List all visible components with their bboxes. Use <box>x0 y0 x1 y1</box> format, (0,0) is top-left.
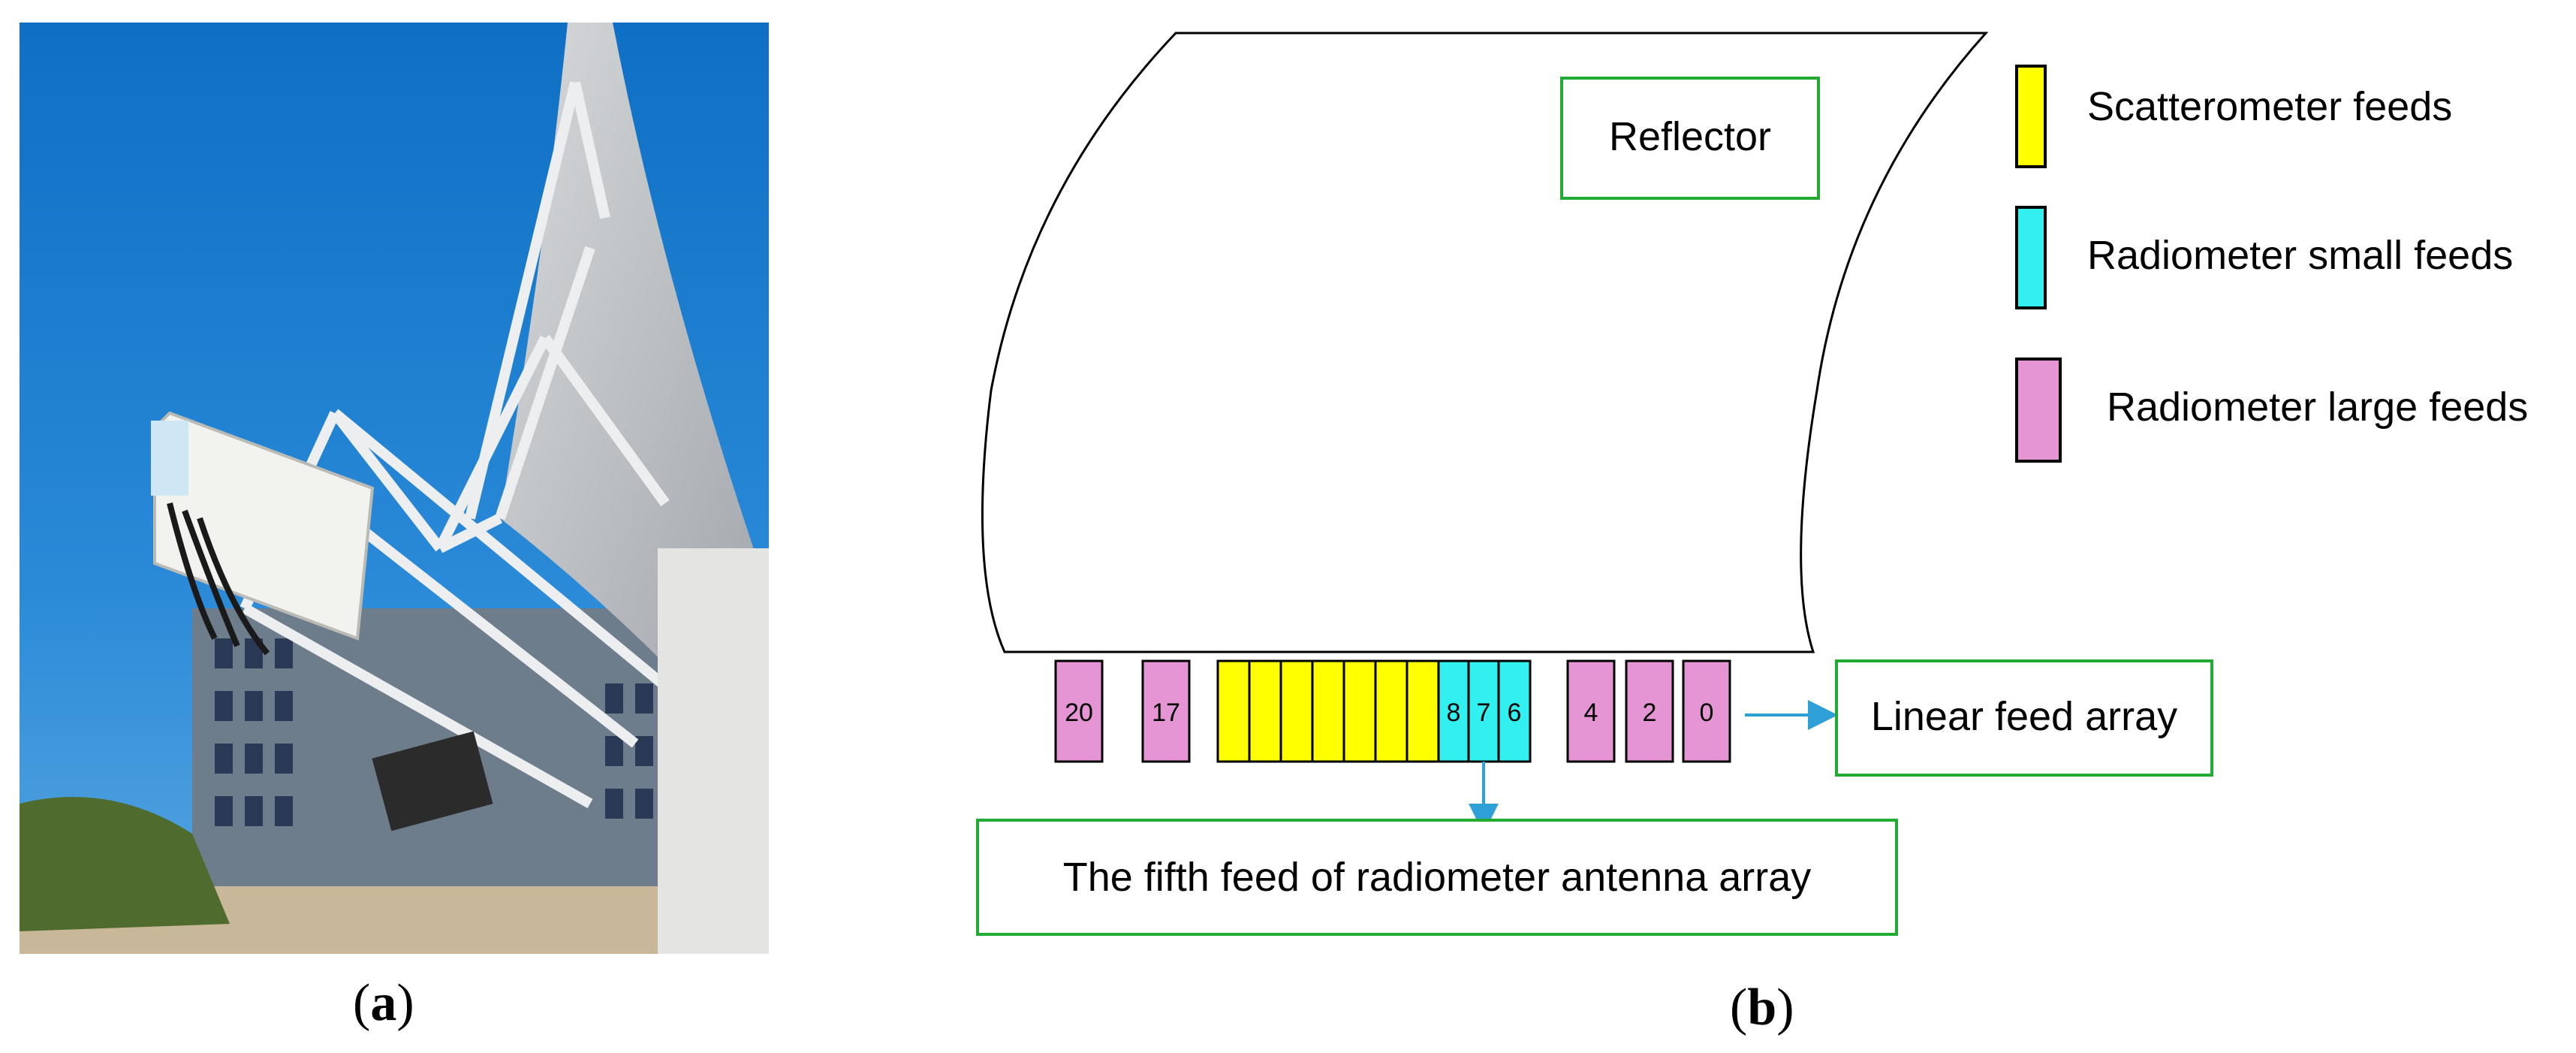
feed-label-17: 17 <box>1152 698 1180 727</box>
feed-label-0: 0 <box>1700 698 1714 727</box>
large-feed-20 <box>1054 659 1104 763</box>
caption-b: (b) <box>1730 978 1794 1038</box>
antenna-photo <box>20 23 769 954</box>
feed-label-4: 4 <box>1584 698 1598 727</box>
caption-a-close: ) <box>396 974 414 1032</box>
caption-a-letter: a <box>370 974 397 1032</box>
caption-b-close: ) <box>1776 979 1794 1036</box>
caption-b-letter: b <box>1747 979 1777 1036</box>
reflector-outline <box>981 32 1989 653</box>
linear-feed-array-label: Linear feed array <box>1871 694 2177 739</box>
small-feed-6 <box>1497 659 1532 763</box>
scatterometer-feed <box>1406 659 1440 763</box>
feed-label-20: 20 <box>1065 698 1093 727</box>
small-feed-8 <box>1437 659 1470 763</box>
feed-label-2: 2 <box>1643 698 1657 727</box>
reflector-label-box <box>1560 77 1820 200</box>
caption-a-open: ( <box>353 974 371 1032</box>
fifth-feed-box <box>976 819 1898 936</box>
scatterometer-feed <box>1248 659 1282 763</box>
scatterometer-feed <box>1216 659 1251 763</box>
legend-swatch-radiometer-large <box>2015 358 2062 463</box>
fifth-feed-label: The fifth feed of radiometer antenna arr… <box>1063 855 1812 900</box>
caption-a: (a) <box>353 973 414 1033</box>
legend-label-radiometer-small: Radiometer small feeds <box>2087 233 2513 278</box>
reflector-label: Reflector <box>1609 114 1771 159</box>
large-feed-0 <box>1682 659 1731 763</box>
scatterometer-feed <box>1342 659 1377 763</box>
legend-label-radiometer-large: Radiometer large feeds <box>2107 385 2528 430</box>
legend: Scatterometer feeds Radiometer small fee… <box>2015 65 2528 463</box>
caption-b-open: ( <box>1730 979 1748 1036</box>
feed-label-8: 8 <box>1447 698 1461 727</box>
large-feed-2 <box>1625 659 1674 763</box>
large-feed-17 <box>1141 659 1191 763</box>
scatterometer-feed <box>1279 659 1314 763</box>
scatterometer-feed <box>1374 659 1409 763</box>
legend-swatch-scatterometer <box>2015 65 2047 168</box>
linear-feed-array-box <box>1835 659 2213 777</box>
legend-label-scatterometer: Scatterometer feeds <box>2087 84 2452 129</box>
legend-swatch-radiometer-small <box>2015 206 2047 309</box>
scatterometer-feed <box>1311 659 1345 763</box>
feed-label-6: 6 <box>1508 698 1522 727</box>
linear-feed-array: 20 17 8 7 6 4 2 0 <box>1054 659 1731 763</box>
feed-label-7: 7 <box>1477 698 1491 727</box>
large-feed-4 <box>1566 659 1616 763</box>
